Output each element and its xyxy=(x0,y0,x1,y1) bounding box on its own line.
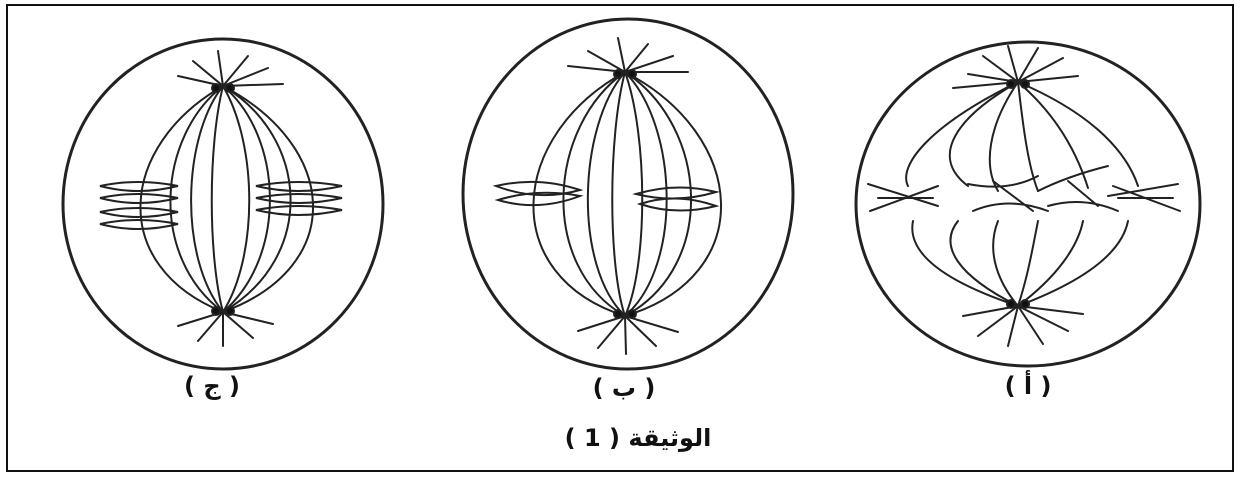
cell-b-centriole xyxy=(628,70,636,78)
cell-a-spindle-fiber xyxy=(912,221,1018,306)
cell-c-spindle-fiber xyxy=(223,86,313,312)
cell-b-chromosomes-right xyxy=(636,187,716,210)
cell-c-label: ( ج ) xyxy=(152,372,272,400)
cell-c-chromosomes-left xyxy=(100,182,178,229)
cell-c-centriole xyxy=(226,84,234,92)
cell-b-spindle-fiber xyxy=(625,72,667,316)
mitosis-diagram xyxy=(8,6,1236,474)
cell-c xyxy=(63,39,383,369)
cell-b-centriole xyxy=(614,310,622,318)
cell-c-spindle-fiber xyxy=(191,86,223,312)
cell-b-centriole xyxy=(614,70,622,78)
cell-a-aster-bottom xyxy=(963,306,1083,346)
cell-a-label: ( أ ) xyxy=(968,372,1088,400)
cell-a-spindle-fiber xyxy=(993,221,1018,306)
figure-frame: ( ج ) ( ب ) ( أ ) الوثيقة ( 1 ) xyxy=(6,4,1234,472)
cell-c-centriole xyxy=(212,307,220,315)
cell-a xyxy=(856,42,1200,366)
cell-c-centriole xyxy=(212,84,220,92)
figure-caption: الوثيقة ( 1 ) xyxy=(528,424,748,452)
cell-b-spindle-fiber xyxy=(612,72,625,316)
cell-a-centriole xyxy=(1007,80,1015,88)
cell-b-centriole xyxy=(628,310,636,318)
cell-b-label: ( ب ) xyxy=(564,374,684,402)
cell-c-spindle-fiber xyxy=(223,86,249,312)
cell-b-aster-top xyxy=(568,38,688,72)
cell-a-spindle-fiber xyxy=(906,82,1018,186)
cell-b-spindle-fiber xyxy=(588,72,625,316)
cell-b-aster-bottom xyxy=(578,316,678,354)
cell-b-chromosomes-left xyxy=(496,182,580,205)
cell-a-spindle-fiber xyxy=(990,82,1018,191)
cell-c-centriole xyxy=(226,307,234,315)
cell-c-aster-top xyxy=(178,51,283,86)
cell-a-centriole xyxy=(1021,80,1029,88)
cell-c-aster-bottom xyxy=(178,312,273,346)
cell-a-centriole xyxy=(1007,300,1015,308)
cell-c-spindle-fiber xyxy=(212,86,223,312)
cell-c-spindle-fiber xyxy=(140,86,223,312)
cell-b xyxy=(463,19,793,369)
cell-a-centriole xyxy=(1021,300,1029,308)
